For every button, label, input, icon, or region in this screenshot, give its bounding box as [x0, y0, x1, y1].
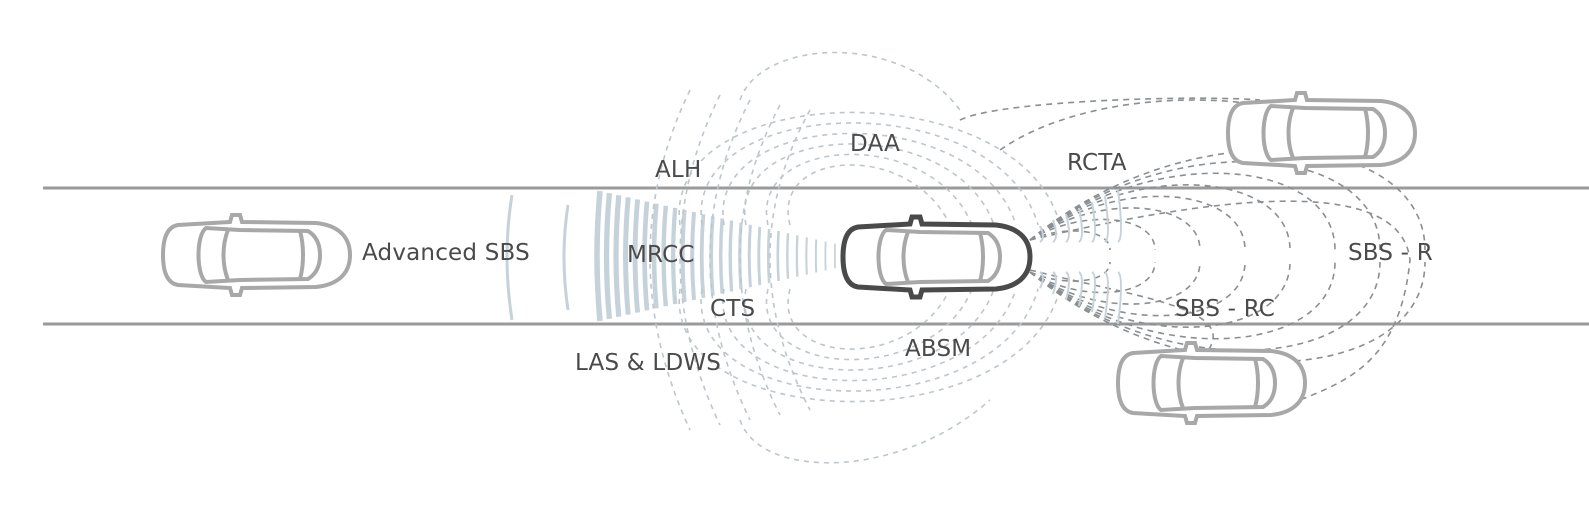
- rear-radar-arc-top: [1104, 195, 1109, 243]
- label-cts: CTS: [710, 296, 756, 322]
- absm-lobe: [722, 288, 1017, 382]
- rear-lobe-top: [1029, 172, 1336, 251]
- label-las-ldws: LAS & LDWS: [575, 350, 722, 376]
- ego-vehicle: [840, 214, 1033, 300]
- daa-absm-dashed-lobes: [678, 51, 1061, 464]
- front-dash-arc: [649, 89, 691, 431]
- daa-lobe: [700, 122, 1039, 226]
- mrcc-arc: [642, 201, 650, 311]
- rear-lobe-upper-2: [959, 97, 1261, 121]
- mrcc-arc: [766, 228, 771, 284]
- label-advanced-sbs: Advanced SBS: [362, 240, 530, 266]
- rear-lobe-top: [1029, 195, 1246, 251]
- mrcc-arc: [728, 220, 734, 292]
- daa-lobe: [722, 132, 1017, 226]
- label-sbs-rc: SBS - RC: [1175, 296, 1275, 322]
- rear-radar-arc-top: [1052, 219, 1057, 243]
- mrcc-radar-cone: [594, 190, 836, 322]
- label-mrcc: MRCC: [627, 242, 695, 268]
- rear-radar-arc-bottom: [1078, 271, 1083, 307]
- mrcc-arc: [623, 197, 631, 315]
- label-rcta: RCTA: [1067, 150, 1127, 176]
- rear-lobe-bottom: [1029, 261, 1111, 282]
- mrcc-arc: [594, 190, 603, 322]
- mrcc-arc: [670, 207, 678, 305]
- rear-lobe-bottom: [1029, 261, 1201, 305]
- label-daa: DAA: [850, 131, 901, 157]
- sbs-rc-lobe: [1029, 269, 1214, 361]
- rear-radar-arc-bottom: [1091, 271, 1096, 313]
- rear-vehicle-top: [1226, 91, 1417, 175]
- rear-lobe-top: [1029, 230, 1111, 251]
- rear-lobe-top: [1029, 184, 1291, 251]
- rear-radar-arc-bottom: [1052, 271, 1057, 295]
- rear-radar-arc-top: [1091, 201, 1096, 243]
- rear-lobe-bottom: [1029, 261, 1291, 328]
- mrcc-arc: [680, 209, 687, 303]
- front-dash-arc: [739, 104, 781, 416]
- rear-lobe-bottom: [1029, 261, 1336, 340]
- daa-lobe-outer: [739, 51, 961, 111]
- mrcc-arc: [661, 205, 668, 307]
- rear-radar-arc-bottom: [1039, 271, 1044, 289]
- mrcc-arc: [632, 199, 641, 313]
- rear-radar-arc-bottom: [1117, 271, 1122, 325]
- absm-lobe-outer: [739, 399, 991, 464]
- mrcc-arc: [718, 218, 724, 294]
- label-absm: ABSM: [905, 336, 972, 362]
- rear-radar-arc-bottom: [1065, 271, 1070, 301]
- front-vehicle: [161, 213, 352, 297]
- rear-radar-arc-top: [1078, 207, 1083, 243]
- front-dash-arc: [709, 99, 751, 421]
- daa-lobe: [765, 153, 973, 226]
- rear-lobe-top: [1029, 218, 1156, 251]
- mrcc-arc: [795, 235, 799, 277]
- mrcc-arc: [690, 211, 696, 301]
- mrcc-arc: [747, 224, 752, 288]
- rear-radar-arc-top: [1065, 213, 1070, 243]
- rear-radar-arc-bottom: [1104, 271, 1109, 319]
- mrcc-arc: [786, 233, 790, 279]
- rear-radar-arc-top: [1117, 189, 1122, 243]
- rear-radar-arc-top: [1039, 225, 1044, 243]
- mrcc-arc: [651, 203, 659, 309]
- mrcc-arc: [699, 214, 706, 298]
- mrcc-arc: [757, 226, 762, 286]
- advanced-sbs-radar-arcs: [505, 194, 570, 321]
- front-dash-arc: [679, 94, 721, 426]
- rear-lobe-top: [1029, 207, 1201, 251]
- label-alh: ALH: [655, 157, 702, 183]
- front-camera-dashed-arcs: [649, 89, 811, 431]
- mrcc-arc: [776, 231, 780, 281]
- label-sbs-r: SBS - R: [1348, 240, 1433, 266]
- rear-lobe-bottom: [1029, 261, 1156, 294]
- mrcc-arc: [613, 194, 622, 318]
- front-dash-arc: [769, 109, 811, 411]
- mrcc-arc: [603, 192, 613, 320]
- rear-radar-arcs: [1039, 189, 1122, 325]
- absm-lobe: [765, 288, 973, 361]
- rear-vehicle-bottom: [1116, 341, 1307, 425]
- absm-lobe: [700, 288, 1039, 392]
